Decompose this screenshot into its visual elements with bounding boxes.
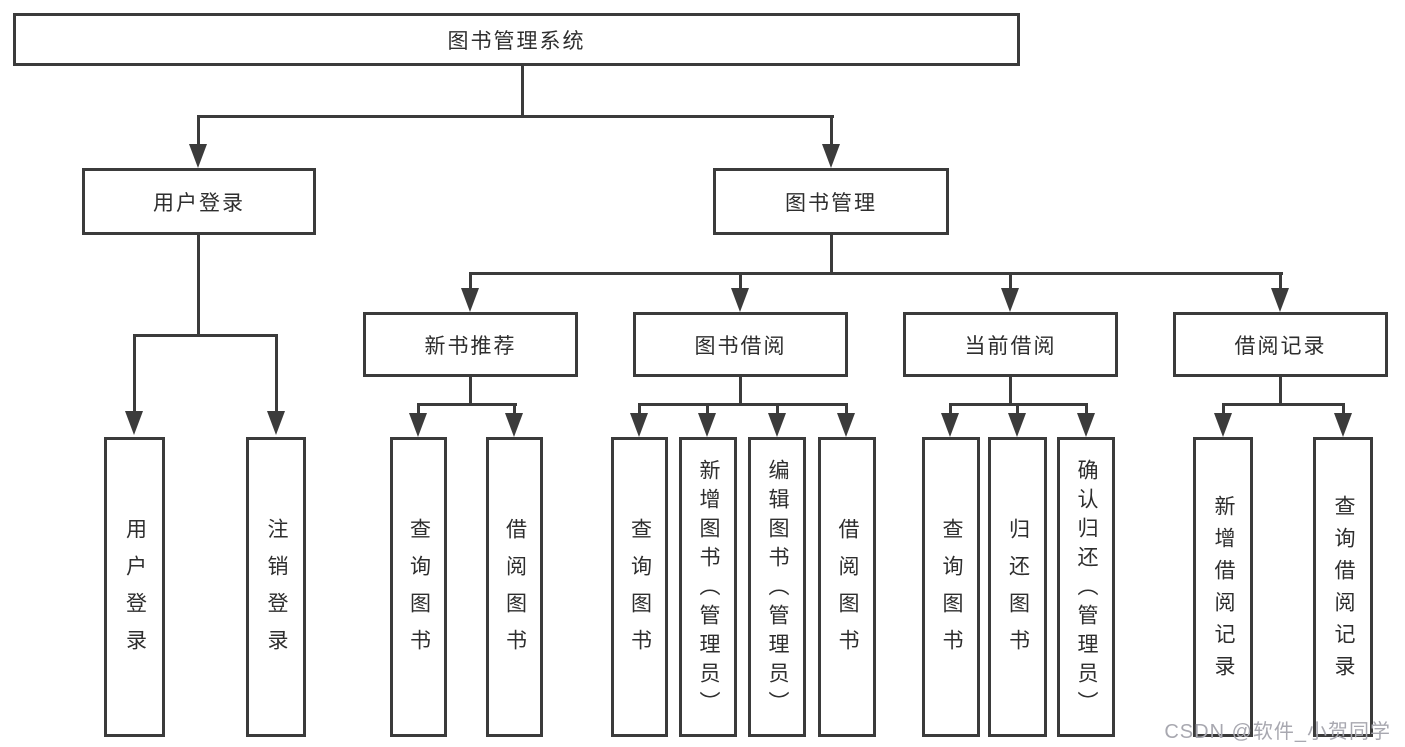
connector-line xyxy=(830,235,833,275)
connector-line xyxy=(739,272,742,290)
leaf-add-book-admin: 新增图书（管理员） xyxy=(679,437,737,737)
connector-line xyxy=(1222,403,1225,415)
leaf-query-book-borrow: 查询图书 xyxy=(611,437,668,737)
arrow-down-icon xyxy=(731,288,749,312)
connector-line xyxy=(275,334,278,413)
connector-line xyxy=(1279,377,1282,406)
connector-line xyxy=(1016,403,1019,415)
leaf-confirm-return-admin: 确认归还（管理员） xyxy=(1057,437,1115,737)
connector-line xyxy=(417,403,420,415)
arrow-down-icon xyxy=(1214,413,1232,437)
connector-line xyxy=(1009,272,1012,290)
connector-line xyxy=(1222,403,1345,406)
arrow-down-icon xyxy=(768,413,786,437)
arrow-down-icon xyxy=(267,411,285,435)
connector-line xyxy=(133,334,136,413)
arrow-down-icon xyxy=(822,144,840,168)
leaf-query-borrow-record: 查询借阅记录 xyxy=(1313,437,1373,737)
leaf-borrow-book-recommend: 借阅图书 xyxy=(486,437,543,737)
connector-line xyxy=(197,115,200,146)
connector-line xyxy=(513,403,516,415)
connector-line xyxy=(469,377,472,406)
leaf-query-book-recommend: 查询图书 xyxy=(390,437,447,737)
arrow-down-icon xyxy=(461,288,479,312)
arrow-down-icon xyxy=(837,413,855,437)
connector-line xyxy=(739,377,742,406)
connector-line xyxy=(133,334,278,337)
connector-line xyxy=(845,403,848,415)
node-book-borrow: 图书借阅 xyxy=(633,312,848,377)
node-borrow-records: 借阅记录 xyxy=(1173,312,1388,377)
arrow-down-icon xyxy=(1077,413,1095,437)
leaf-user-login: 用户登录 xyxy=(104,437,165,737)
connector-line xyxy=(197,235,200,337)
connector-line xyxy=(830,115,833,146)
connector-line xyxy=(469,272,1283,275)
node-user-login: 用户登录 xyxy=(82,168,316,235)
connector-line xyxy=(776,403,779,415)
connector-line xyxy=(949,403,952,415)
arrow-down-icon xyxy=(189,144,207,168)
connector-line xyxy=(1085,403,1088,415)
arrow-down-icon xyxy=(505,413,523,437)
connector-line xyxy=(417,403,517,406)
connector-line xyxy=(1009,377,1012,406)
connector-line xyxy=(706,403,709,415)
watermark: CSDN @软件_小贺同学 xyxy=(1164,721,1391,743)
node-root: 图书管理系统 xyxy=(13,13,1020,66)
leaf-query-book-current: 查询图书 xyxy=(922,437,980,737)
arrow-down-icon xyxy=(1008,413,1026,437)
arrow-down-icon xyxy=(630,413,648,437)
connector-line xyxy=(1279,272,1282,290)
node-new-book-recommend: 新书推荐 xyxy=(363,312,578,377)
connector-line xyxy=(197,115,834,118)
arrow-down-icon xyxy=(941,413,959,437)
leaf-return-book: 归还图书 xyxy=(988,437,1047,737)
connector-line xyxy=(638,403,641,415)
connector-line xyxy=(521,66,524,118)
arrow-down-icon xyxy=(409,413,427,437)
arrow-down-icon xyxy=(1001,288,1019,312)
arrow-down-icon xyxy=(125,411,143,435)
connector-line xyxy=(1342,403,1345,415)
leaf-add-borrow-record: 新增借阅记录 xyxy=(1193,437,1253,737)
node-current-borrow: 当前借阅 xyxy=(903,312,1118,377)
leaf-edit-book-admin: 编辑图书（管理员） xyxy=(748,437,806,737)
arrow-down-icon xyxy=(1271,288,1289,312)
arrow-down-icon xyxy=(1334,413,1352,437)
leaf-borrow-book: 借阅图书 xyxy=(818,437,876,737)
leaf-logout: 注销登录 xyxy=(246,437,306,737)
connector-line xyxy=(638,403,848,406)
connector-line xyxy=(469,272,472,290)
node-book-management: 图书管理 xyxy=(713,168,949,235)
arrow-down-icon xyxy=(698,413,716,437)
